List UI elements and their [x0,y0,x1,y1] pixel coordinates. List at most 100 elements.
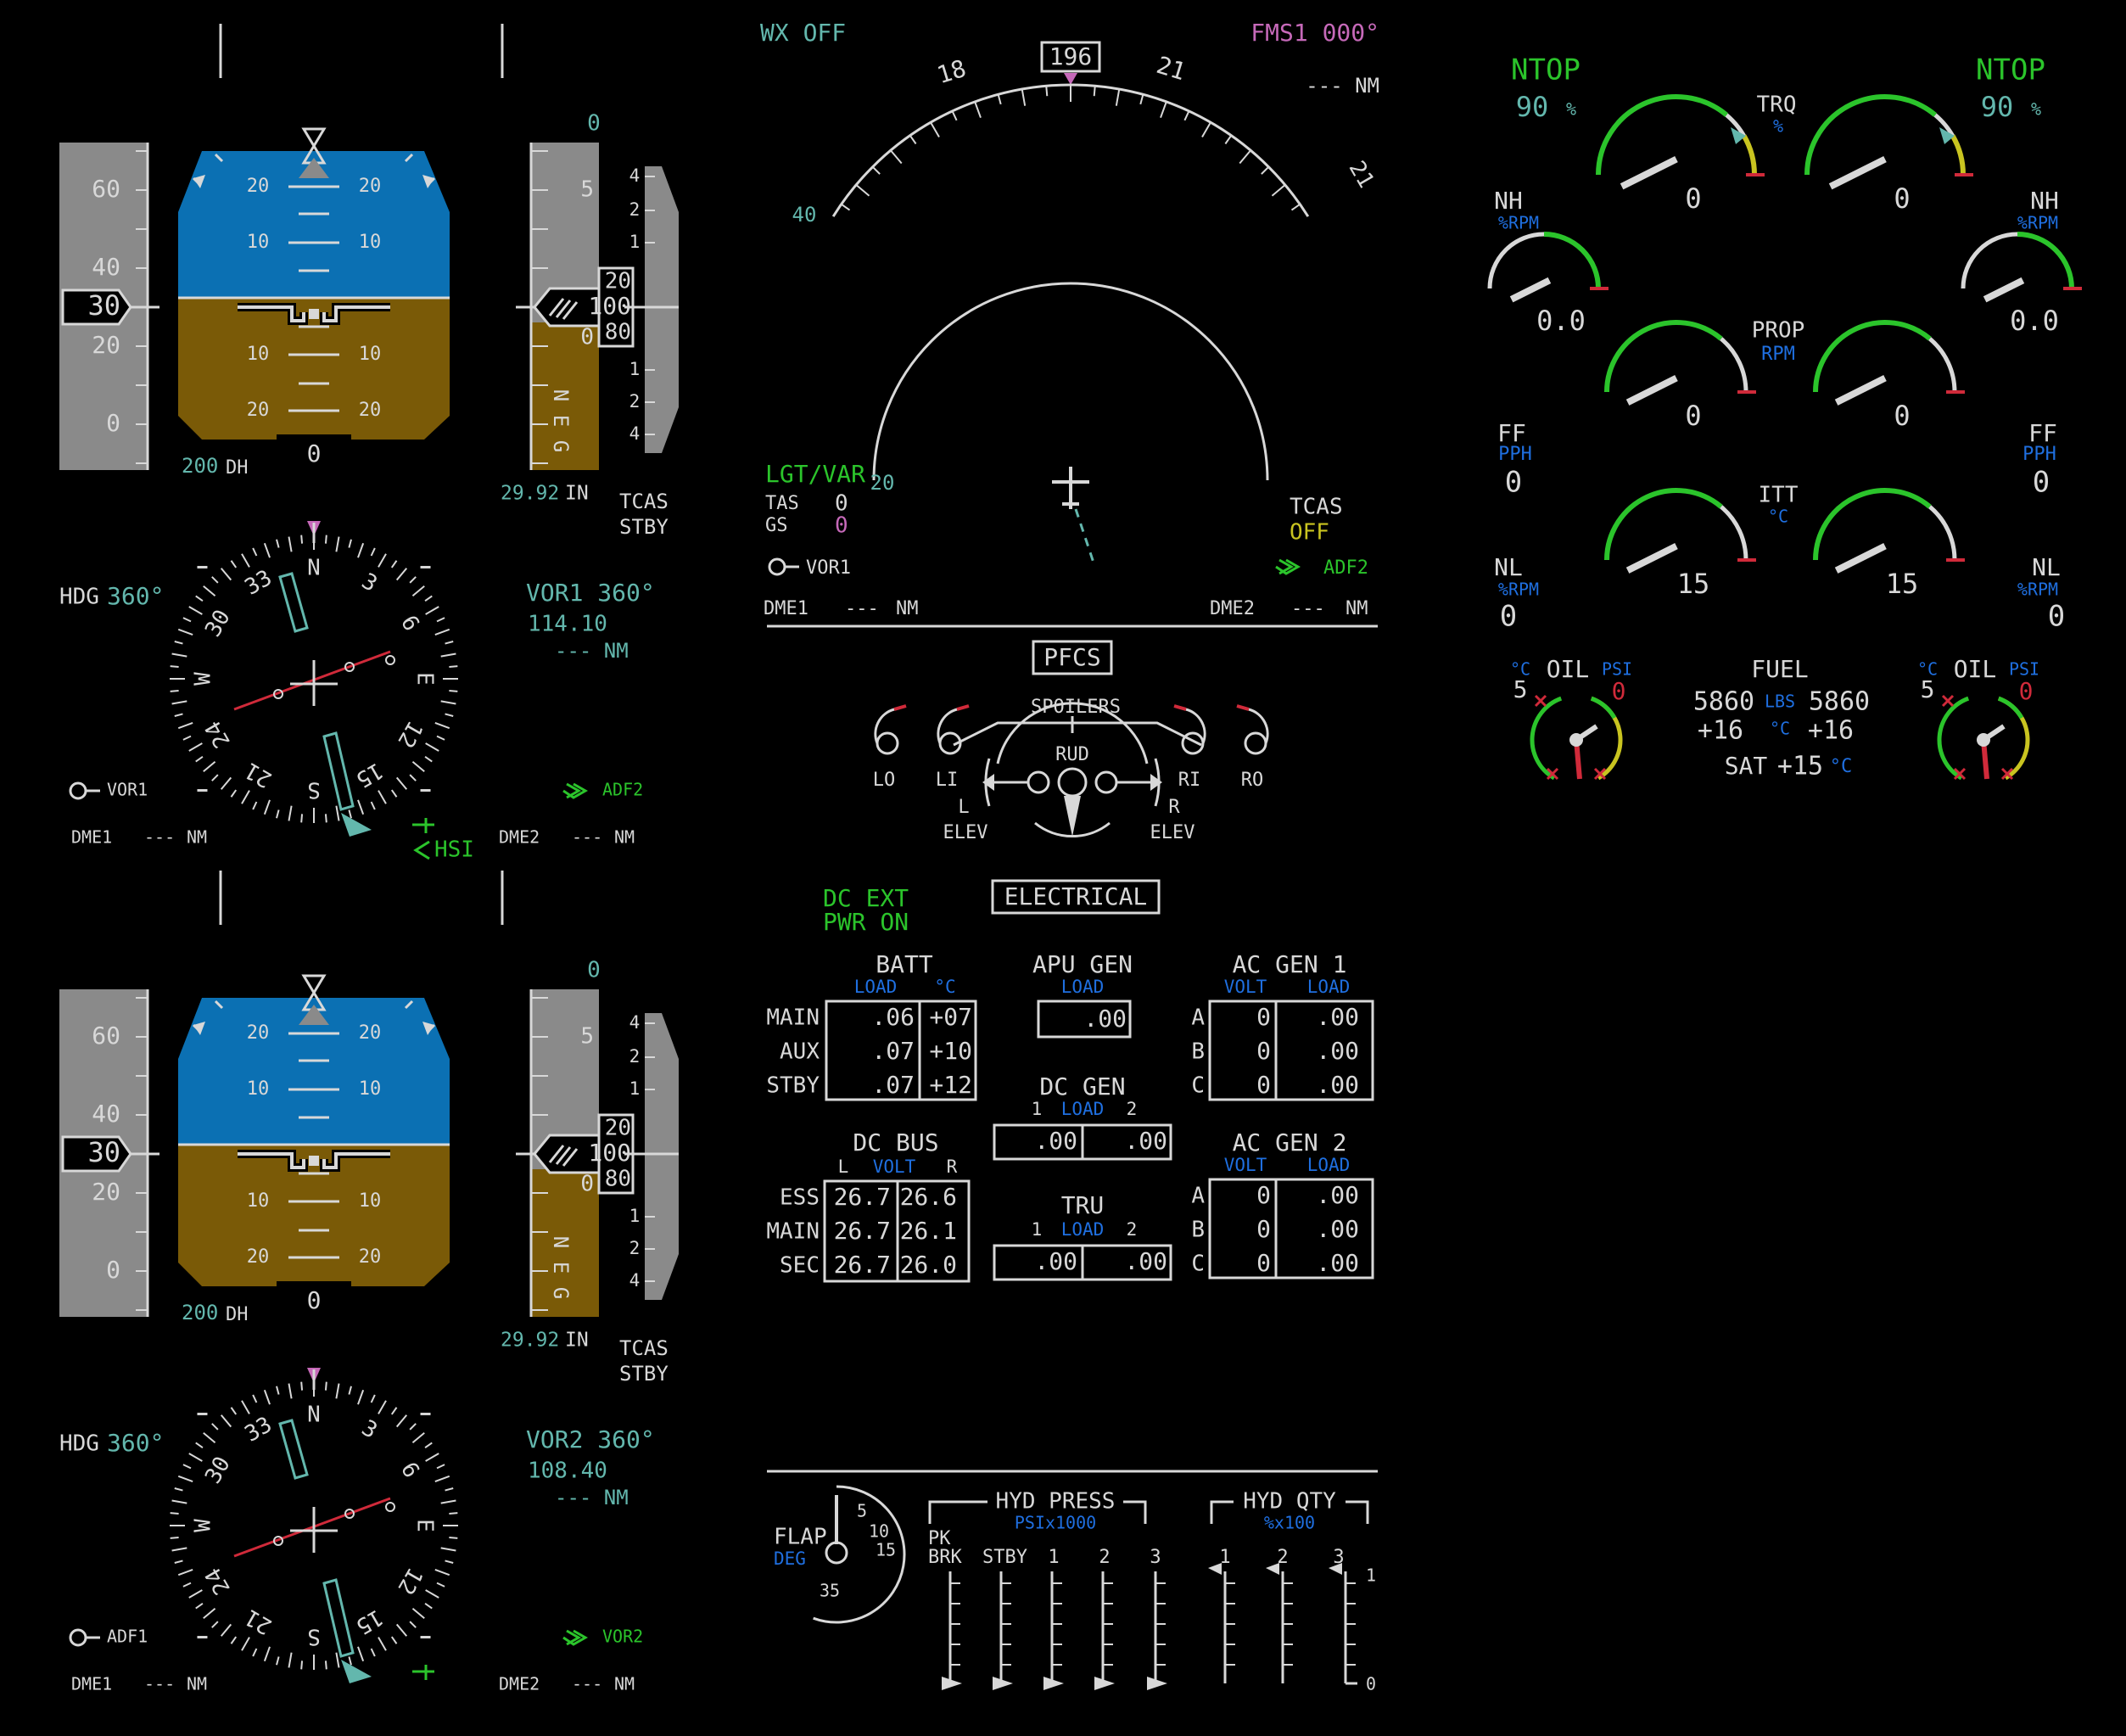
range-outer: 40 [792,203,817,227]
aircraft-dot [309,1156,319,1166]
pointer2-label: ADF2 [602,780,643,800]
compass-tick [188,606,203,615]
compass-tick [324,1381,327,1391]
dcgen-r: 2 [1127,1099,1138,1119]
compass-tick [370,801,376,810]
compass-tick [436,735,445,741]
roll-box [277,434,351,470]
dcbus-sub: VOLT [873,1156,916,1177]
rudder-ring [1057,767,1088,798]
oil-right-limit [2000,767,2014,781]
sky-pointer [299,1005,329,1025]
oil-right-hub [1977,733,1990,747]
compass-tick [390,560,398,568]
roll-mark [422,175,434,188]
press-pointer [1043,1677,1064,1690]
nh-right-white-arc [1961,232,2018,289]
pointer2-symbol [562,1629,589,1646]
oil-right-limit [1941,694,1955,708]
spoiler-arc-li [937,708,958,744]
deviation-dot [385,1502,395,1512]
dh-value: 200 [182,454,218,478]
wx-status: WX OFF [760,19,846,47]
dcgen-v1: .00 [1034,1127,1077,1155]
compass-tick [230,1407,238,1415]
elev-arc-r [1154,758,1161,807]
deviation-dot [344,662,355,672]
arc-tick [1160,101,1167,119]
compass-label: W [191,1519,216,1532]
arc-tick [1115,88,1121,106]
compass-tick [378,1637,387,1651]
dme2-label: DME2 [499,827,540,848]
oil-left-limit [1546,767,1559,781]
pitch-label: 20 [247,1246,270,1268]
bearing-tail [341,813,372,837]
acgen1-volt: 0 [1256,1071,1271,1099]
arc-tick [1093,86,1096,97]
nh-left-green-arc [1543,232,1601,289]
oil-right-press: 0 [2019,677,2034,705]
dcbus-l-volt: 26.7 [834,1251,891,1279]
fms-source: FMS1 000° [1250,19,1379,47]
acgen1-load: .00 [1316,1037,1359,1065]
track-line [1074,508,1096,566]
compass-label: N [307,1403,321,1428]
trq-right-green-arc [1804,94,1938,176]
compass-tick [440,700,456,705]
pointer2-label: ADF2 [1323,557,1368,579]
qty-max: 1 [1366,1565,1376,1586]
spoiler-line [953,721,1202,747]
pointer1-label: VOR1 [107,780,148,800]
dcbus-row-name: ESS [780,1185,820,1211]
pitch-label: 10 [359,344,382,365]
bearing-tail [341,1660,372,1683]
dcgen-title: DC GEN [1039,1072,1125,1100]
itt-right-needle [1834,543,1887,574]
tas-value: 0 [835,491,848,517]
roll-readout: 0 [307,440,322,468]
baro-setting: 29.92 [501,483,559,505]
baro-setting: 29.92 [501,1330,559,1352]
compass-tick [409,1621,417,1628]
oil-left-limit [1534,694,1547,708]
pointer2-symbol [562,782,589,799]
arc-tick [1290,203,1301,211]
compass-tick [436,1582,445,1588]
compass-tick [171,652,187,658]
compass-label: W [191,672,216,686]
qty-pointer [1329,1563,1342,1575]
compass-tick [252,801,258,810]
airspeed-readout: 30 [87,289,120,322]
compass-tick [395,1623,408,1637]
tru-v1: .00 [1034,1247,1077,1275]
compass-tick [241,553,250,568]
batt-temp: +10 [929,1037,972,1065]
vertical-speed-mark: 4 [629,1270,641,1291]
acgen1-volt: 0 [1256,1037,1271,1065]
pitch-label: 20 [247,400,270,421]
dme2-value: --- [572,827,602,848]
arc-tick [1139,93,1144,105]
nh-label-left: NH [1494,187,1523,215]
compass-tick [220,1623,232,1637]
batt-load: .07 [871,1071,915,1099]
airspeed-mark: 0 [106,409,120,437]
acgen2-load: .00 [1316,1249,1359,1277]
elev-arc-l [984,758,991,807]
acgen1-title: AC GEN 1 [1233,950,1347,978]
elevator-ring [1027,770,1050,794]
dcbus-row-name: MAIN [766,1219,820,1245]
trq-label: TRQ [1757,92,1797,118]
nav-frequency: 114.10 [528,612,607,637]
prop-unit: RPM [1761,344,1795,365]
dme1-label: DME1 [764,598,808,619]
prop-left-white-arc [1720,337,1748,393]
vertical-speed-mark: 2 [629,391,641,412]
acgen2-load: .00 [1316,1215,1359,1243]
pitch-label: 20 [359,1022,382,1044]
pitch-label: 20 [247,176,270,197]
sat-value: +15 [1777,752,1823,781]
acgen2-phase: A [1191,1184,1205,1209]
